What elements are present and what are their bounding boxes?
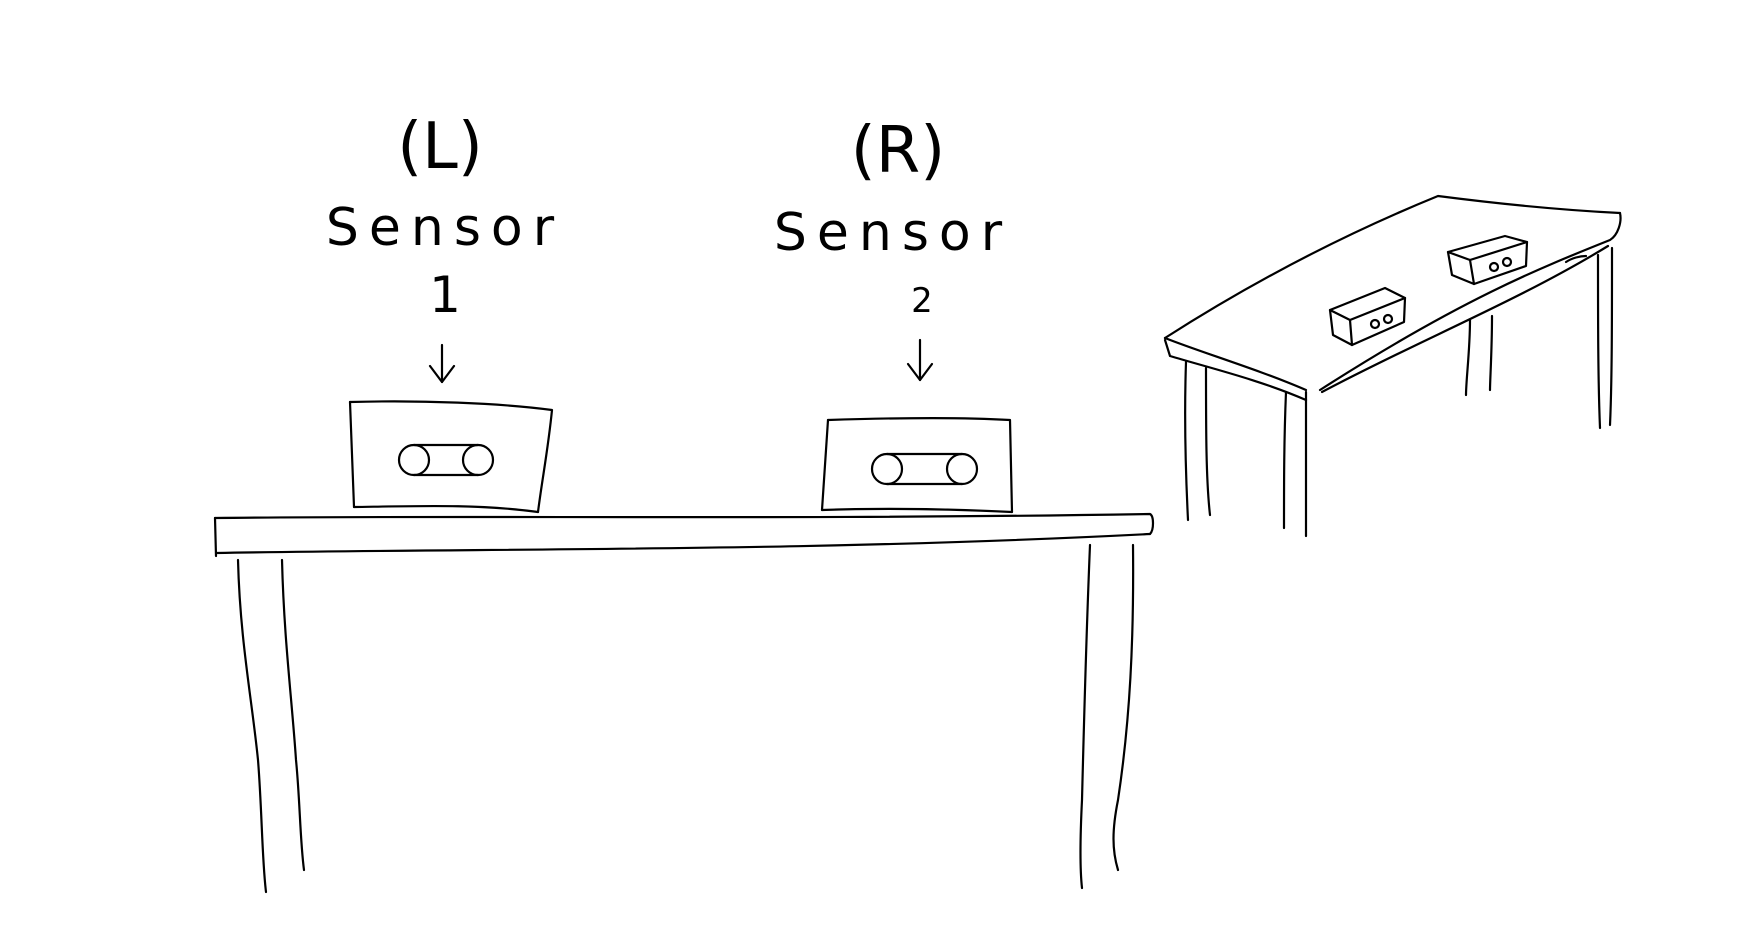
right-sensor-name-label: Sensor xyxy=(774,203,1012,263)
sensor-2-transducer-icon xyxy=(870,452,979,486)
sensor-2-device xyxy=(820,417,1014,514)
right-sensor-side-label: (R) xyxy=(851,114,945,188)
left-sensor-name-label: Sensor xyxy=(326,198,564,258)
back-sensor-b-device xyxy=(1446,234,1529,286)
left-sensor-side-label: (L) xyxy=(397,110,483,184)
left-sensor-number-label: 1 xyxy=(429,266,461,324)
left-sensor-label: (L) Sensor 1 xyxy=(326,110,564,384)
back-sensor-b-transducer-icon xyxy=(1488,256,1513,273)
front-table xyxy=(213,512,1155,894)
sensor-1-transducer-icon xyxy=(397,443,495,477)
right-sensor-label: (R) Sensor 2 xyxy=(774,114,1012,382)
back-table xyxy=(1163,194,1622,538)
right-sensor-number-label: 2 xyxy=(911,281,933,321)
right-sensor-arrow-icon xyxy=(906,338,934,382)
back-sensor-a-transducer-icon xyxy=(1369,313,1394,330)
left-sensor-arrow-icon xyxy=(428,343,456,384)
back-sensor-a-device xyxy=(1328,286,1407,347)
sensor-1-device xyxy=(348,400,554,514)
